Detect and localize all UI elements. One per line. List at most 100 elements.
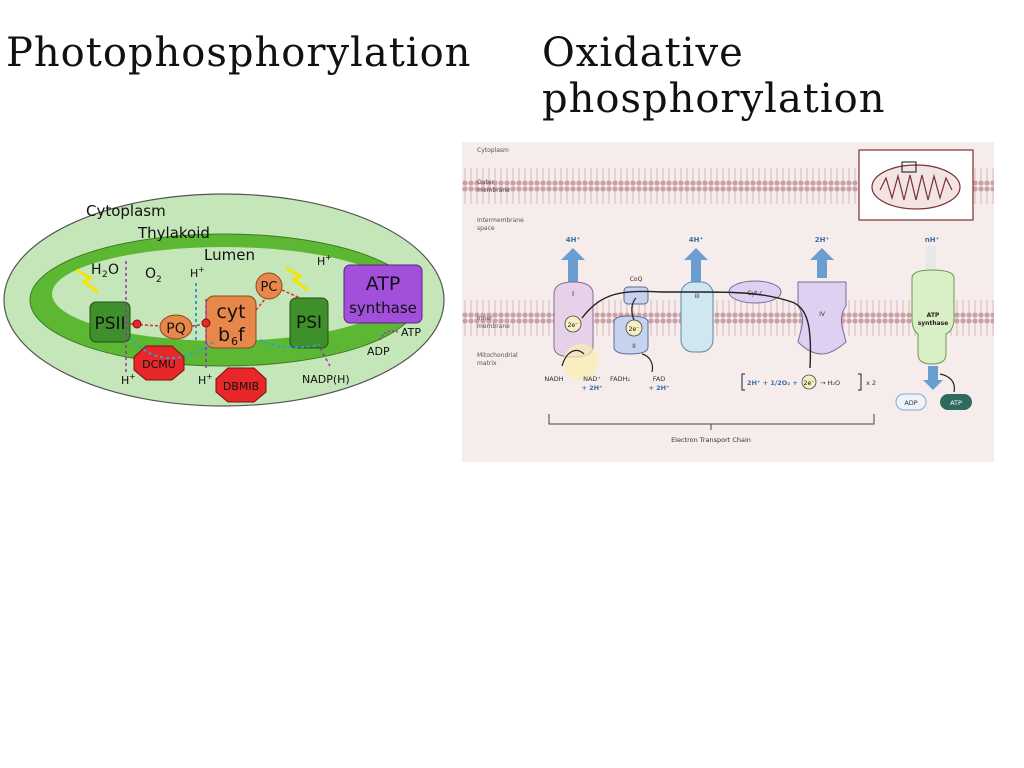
4h-label-iii: 4H⁺ xyxy=(689,236,704,244)
dcmu-label: DCMU xyxy=(142,358,176,371)
adp-label: ADP xyxy=(904,399,917,407)
h-plus-sign: + xyxy=(198,265,205,274)
h2o-sub: 2 xyxy=(102,270,108,280)
matrix-label: Mitochondrial xyxy=(477,352,518,359)
2h-label-iv: 2H⁺ xyxy=(815,236,830,244)
atp-badge xyxy=(940,394,972,410)
4h-label-i: 4H⁺ xyxy=(566,236,581,244)
h-plus-stroma-1: H xyxy=(121,374,129,387)
complex-iv-label: IV xyxy=(819,311,826,318)
complex-iv xyxy=(797,281,847,355)
psi-complex xyxy=(289,297,329,349)
fadh2-label: FADH₂ xyxy=(610,375,630,383)
b6f-subscript: 6 xyxy=(231,335,238,348)
pq-carrier xyxy=(159,314,193,340)
cristae-icon xyxy=(879,173,953,201)
etc-label: Electron Transport Chain xyxy=(671,436,751,444)
atp-synthase-line2: synthase xyxy=(349,299,417,317)
complex-iii xyxy=(680,281,714,353)
b6f-b-label: b xyxy=(218,324,230,346)
bracket-left xyxy=(741,373,745,391)
dbmib-label: DBMIB xyxy=(223,380,259,393)
atp-synthase xyxy=(911,269,955,365)
psii-complex xyxy=(89,301,131,343)
nad-h-label: + 2H⁺ xyxy=(581,384,602,392)
atp-synthase-arrow xyxy=(923,366,943,390)
electron-path-ii xyxy=(631,297,637,321)
photophosphorylation-diagram: Cytoplasm Thylakoid Lumen PSII PQ cyt b … xyxy=(3,193,445,407)
water-equation-rhs: → H₂O xyxy=(820,379,840,387)
o2-o: O xyxy=(145,266,156,282)
cyclic-flow-line xyxy=(129,337,215,360)
electron-path xyxy=(581,290,812,369)
h-plus-lumen-1: H xyxy=(190,267,198,280)
cytoplasm-label: Cytoplasm xyxy=(477,147,509,154)
psii-label: PSII xyxy=(94,314,125,334)
atp-arrow xyxy=(939,373,955,393)
atp-label: ATP xyxy=(401,326,421,339)
fad-label: FAD xyxy=(653,375,666,383)
nadph-label: NADP(H) xyxy=(302,373,350,386)
h-plus-stroma-2: H xyxy=(198,374,206,387)
h-plus-lumen-2: H xyxy=(317,255,325,268)
matrix-label-2: matrix xyxy=(477,360,497,367)
coq-carrier xyxy=(623,286,649,305)
proton-arrow-iv xyxy=(810,248,834,278)
electron-pair-iv xyxy=(801,374,817,390)
intermembrane-label: Intermembrane xyxy=(477,217,524,224)
title-photophosphorylation: Photophosphorylation xyxy=(6,30,472,76)
atp-synthase-label-1: ATP xyxy=(927,312,940,319)
nadh-arrow xyxy=(561,349,585,367)
times-two-label: x 2 xyxy=(866,379,876,387)
h2o-h: H xyxy=(91,262,102,278)
fadh2-arrow xyxy=(641,353,654,373)
adp-badge xyxy=(895,393,927,411)
dbmib-inhibitor xyxy=(215,367,267,403)
atp-synthase-label-2: synthase xyxy=(918,320,949,327)
oxidative-phosphorylation-diagram: Cytoplasm Outer membrane Intermembrane s… xyxy=(462,142,994,462)
complex-iii-label: III xyxy=(694,293,700,300)
zoom-box xyxy=(901,161,917,173)
h-plus-sign: + xyxy=(206,372,213,381)
light-bolt-icon xyxy=(285,266,309,292)
outer-membrane-label: Outer xyxy=(477,179,495,186)
adp-label: ADP xyxy=(367,345,390,358)
complex-i-label: I xyxy=(572,290,574,298)
fad-h-label: + 2H⁺ xyxy=(648,384,669,392)
water-equation-lhs: 2H⁺ + 1/2O₂ + xyxy=(747,379,798,387)
o2-sub: 2 xyxy=(156,275,162,285)
pq-label: PQ xyxy=(166,321,185,337)
electron-flow-line xyxy=(255,297,267,311)
dcmu-inhibitor xyxy=(133,345,185,381)
h-plus-sign: + xyxy=(129,372,136,381)
outer-membrane-label-2: membrane xyxy=(477,187,510,194)
thylakoid-label: Thylakoid xyxy=(137,224,210,242)
cytoplasm-label: Cytoplasm xyxy=(86,202,166,220)
complex-ii-label: II xyxy=(632,343,636,350)
atp-synthase-line1: ATP xyxy=(366,273,401,295)
inhibition-site xyxy=(132,319,142,329)
bracket-right xyxy=(858,373,862,391)
inhibition-site xyxy=(201,318,211,328)
light-bolt-icon xyxy=(75,268,99,294)
title-oxidative-phosphorylation: Oxidative phosphorylation xyxy=(542,30,886,122)
nh-label: nH⁺ xyxy=(925,236,940,244)
cyclic-flow-line xyxy=(259,339,321,349)
coq-label: CoQ xyxy=(630,276,643,283)
nadh-label: NADH xyxy=(544,375,563,383)
atp-badge-label: ATP xyxy=(950,399,962,407)
highlight-glow xyxy=(563,344,599,380)
proton-arrow-i xyxy=(561,248,585,282)
atp-arrow xyxy=(379,330,399,341)
nad-label: NAD⁺ xyxy=(583,375,601,383)
inner-membrane-label-2: membrane xyxy=(477,323,510,330)
pc-label: PC xyxy=(261,280,278,295)
electron-pair-label: 2e⁻ xyxy=(629,326,640,333)
electron-pair-label: 2e⁻ xyxy=(568,322,579,329)
electron-pair-label: 2e⁻ xyxy=(804,380,815,387)
h2o-o: O xyxy=(108,262,119,278)
inner-membrane xyxy=(462,297,994,341)
atp-synthase-complex xyxy=(343,264,423,324)
electron-pair-i xyxy=(564,315,582,333)
psi-label: PSI xyxy=(296,313,322,333)
